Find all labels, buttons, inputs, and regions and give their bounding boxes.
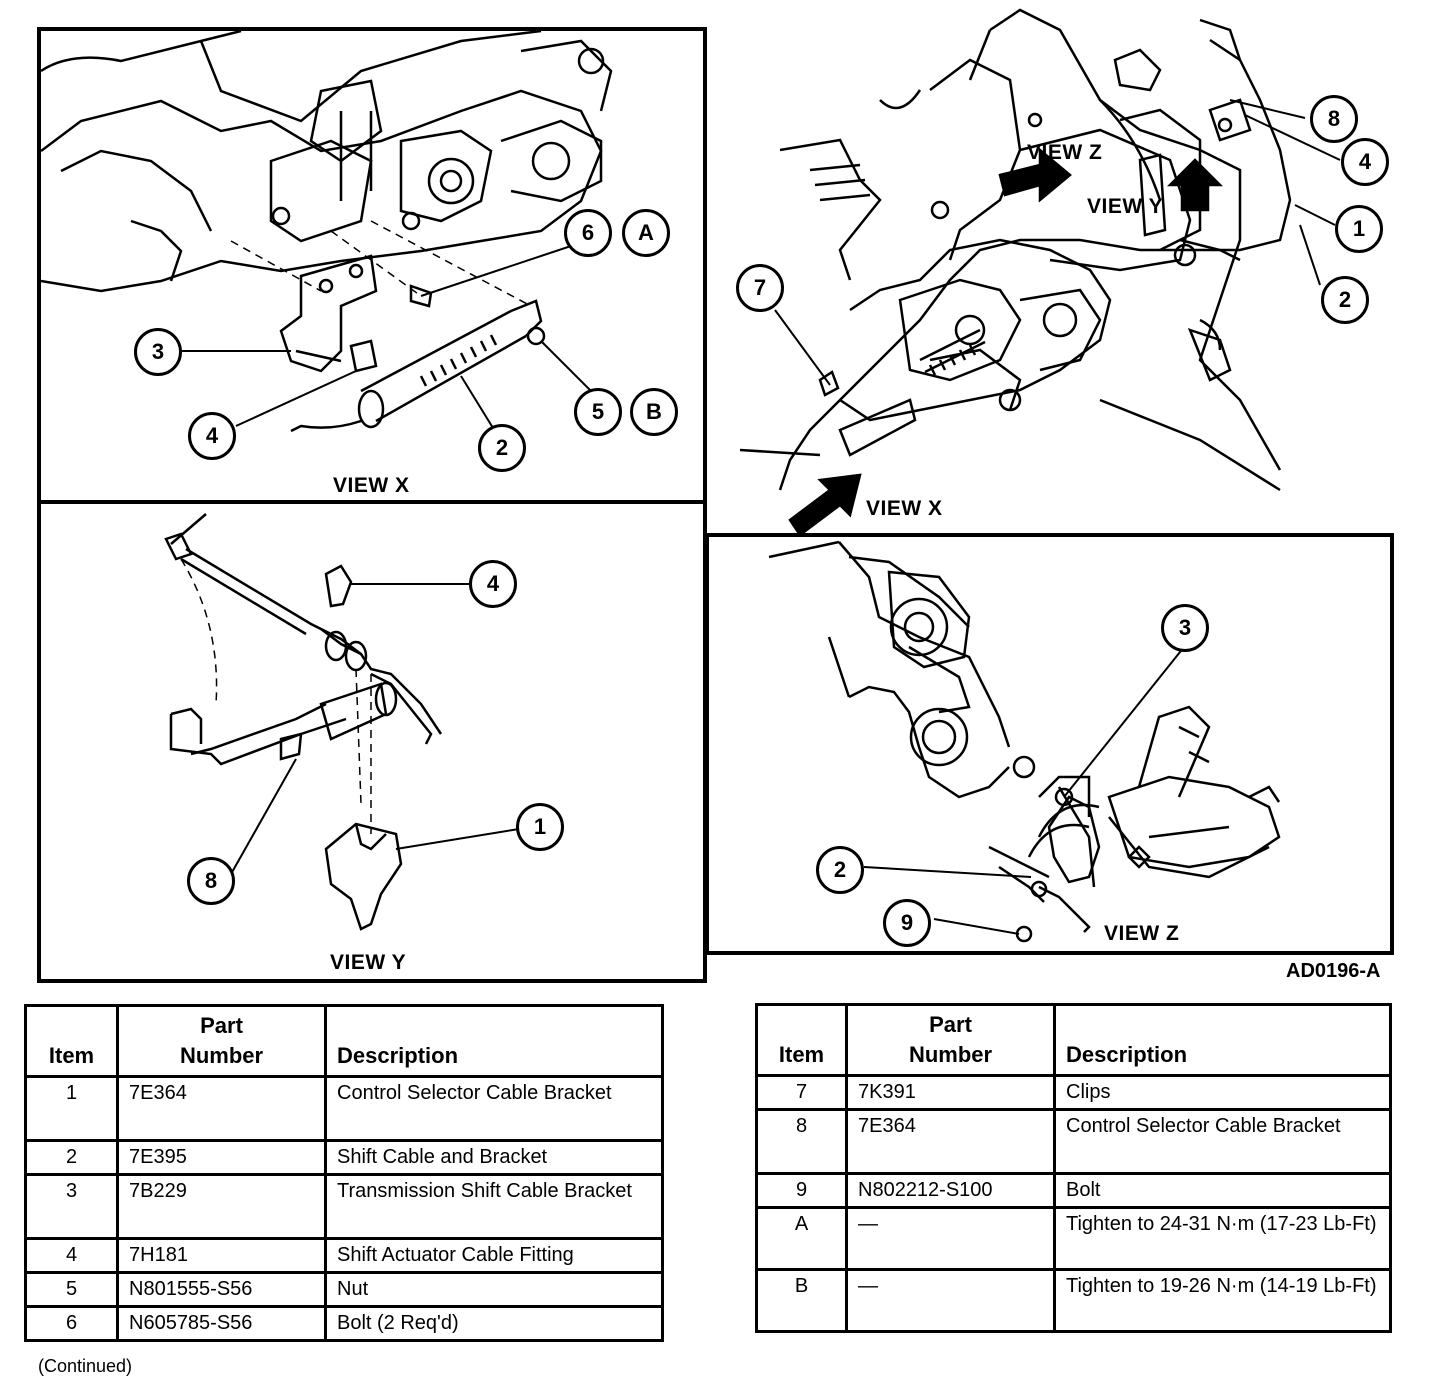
callout-2-overview: 2 (1321, 276, 1369, 324)
callout-3-view-x: 3 (134, 328, 182, 376)
item-cell: 2 (24, 1139, 119, 1176)
item-cell: 6 (24, 1305, 119, 1342)
description-cell: Bolt (1053, 1172, 1392, 1209)
view-x-panel: 6 A 3 4 5 B 2 VIEW X (37, 27, 707, 504)
table-row: 9 N802212-S100 Bolt (755, 1172, 1392, 1209)
callout-4-overview: 4 (1341, 138, 1389, 186)
item-cell: A (755, 1206, 848, 1271)
part-number-cell: N605785-S56 (116, 1305, 327, 1342)
overview-illustration (739, 8, 1341, 537)
table-row: B — Tighten to 19-26 N·m (14-19 Lb-Ft) (755, 1268, 1392, 1333)
overview-view-y-label: VIEW Y (1087, 195, 1164, 218)
header-item: Item (24, 1004, 119, 1078)
part-number-cell: 7E364 (845, 1108, 1056, 1175)
callout-3-view-z: 3 (1161, 604, 1209, 652)
description-cell: Bolt (2 Req'd) (324, 1305, 664, 1342)
overview-view-x-label: VIEW X (866, 497, 943, 520)
callout-7-overview: 7 (736, 264, 784, 312)
part-number-cell: 7E364 (116, 1075, 327, 1142)
part-number-cell: N802212-S100 (845, 1172, 1056, 1209)
description-cell: Shift Actuator Cable Fitting (324, 1237, 664, 1274)
item-cell: B (755, 1268, 848, 1333)
part-number-cell: 7H181 (116, 1237, 327, 1274)
figure-id: AD0196-A (1286, 960, 1381, 982)
callout-1-view-y: 1 (516, 803, 564, 851)
callout-a-view-x: A (622, 209, 670, 257)
callout-6-view-x: 6 (564, 209, 612, 257)
description-cell: Nut (324, 1271, 664, 1308)
table-row: 2 7E395 Shift Cable and Bracket (24, 1139, 664, 1176)
header-description: Description (1053, 1003, 1392, 1077)
callout-9-view-z: 9 (883, 899, 931, 947)
description-cell: Tighten to 19-26 N·m (14-19 Lb-Ft) (1053, 1268, 1392, 1333)
callout-2-view-z: 2 (816, 846, 864, 894)
description-cell: Clips (1053, 1074, 1392, 1111)
item-cell: 9 (755, 1172, 848, 1209)
table-row: A — Tighten to 24-31 N·m (17-23 Lb-Ft) (755, 1206, 1392, 1271)
table-row: 1 7E364 Control Selector Cable Bracket (24, 1075, 664, 1142)
item-cell: 5 (24, 1271, 119, 1308)
continued-note: (Continued) (38, 1356, 133, 1376)
callout-4-view-x: 4 (188, 412, 236, 460)
header-description: Description (324, 1004, 664, 1078)
item-cell: 1 (24, 1075, 119, 1142)
view-y-panel: 4 1 8 VIEW Y (37, 500, 707, 983)
callout-8-view-y: 8 (187, 857, 235, 905)
callout-2-view-x: 2 (478, 424, 526, 472)
item-cell: 8 (755, 1108, 848, 1175)
table-row: 3 7B229 Transmission Shift Cable Bracket (24, 1173, 664, 1240)
part-number-cell: — (845, 1268, 1056, 1333)
view-x-label: VIEW X (333, 474, 410, 497)
description-cell: Control Selector Cable Bracket (324, 1075, 664, 1142)
view-y-illustration (164, 513, 520, 931)
table-row: 8 7E364 Control Selector Cable Bracket (755, 1108, 1392, 1175)
description-cell: Transmission Shift Cable Bracket (324, 1173, 664, 1240)
header-item: Item (755, 1003, 848, 1077)
item-cell: 3 (24, 1173, 119, 1240)
part-number-cell: 7B229 (116, 1173, 327, 1240)
callout-4-view-y: 4 (469, 560, 517, 608)
part-number-cell: — (845, 1206, 1056, 1271)
view-z-illustration (768, 540, 1281, 943)
view-z-panel: 3 2 9 VIEW Z (705, 533, 1394, 955)
table-row: 4 7H181 Shift Actuator Cable Fitting (24, 1237, 664, 1274)
part-number-cell: 7E395 (116, 1139, 327, 1176)
part-number-cell: 7K391 (845, 1074, 1056, 1111)
item-cell: 4 (24, 1237, 119, 1274)
description-cell: Shift Cable and Bracket (324, 1139, 664, 1176)
overview-view-z-label: VIEW Z (1027, 141, 1103, 164)
description-cell: Control Selector Cable Bracket (1053, 1108, 1392, 1175)
callout-1-overview: 1 (1335, 205, 1383, 253)
table-row: 7 7K391 Clips (755, 1074, 1392, 1111)
callout-5-view-x: 5 (574, 388, 622, 436)
table-row: 5 N801555-S56 Nut (24, 1271, 664, 1308)
view-z-label: VIEW Z (1104, 922, 1180, 945)
callout-8-overview: 8 (1310, 95, 1358, 143)
view-y-label: VIEW Y (330, 951, 407, 974)
part-number-cell: N801555-S56 (116, 1271, 327, 1308)
callout-b-view-x: B (630, 388, 678, 436)
item-cell: 7 (755, 1074, 848, 1111)
table-row: 6 N605785-S56 Bolt (2 Req'd) (24, 1305, 664, 1342)
description-cell: Tighten to 24-31 N·m (17-23 Lb-Ft) (1053, 1206, 1392, 1271)
